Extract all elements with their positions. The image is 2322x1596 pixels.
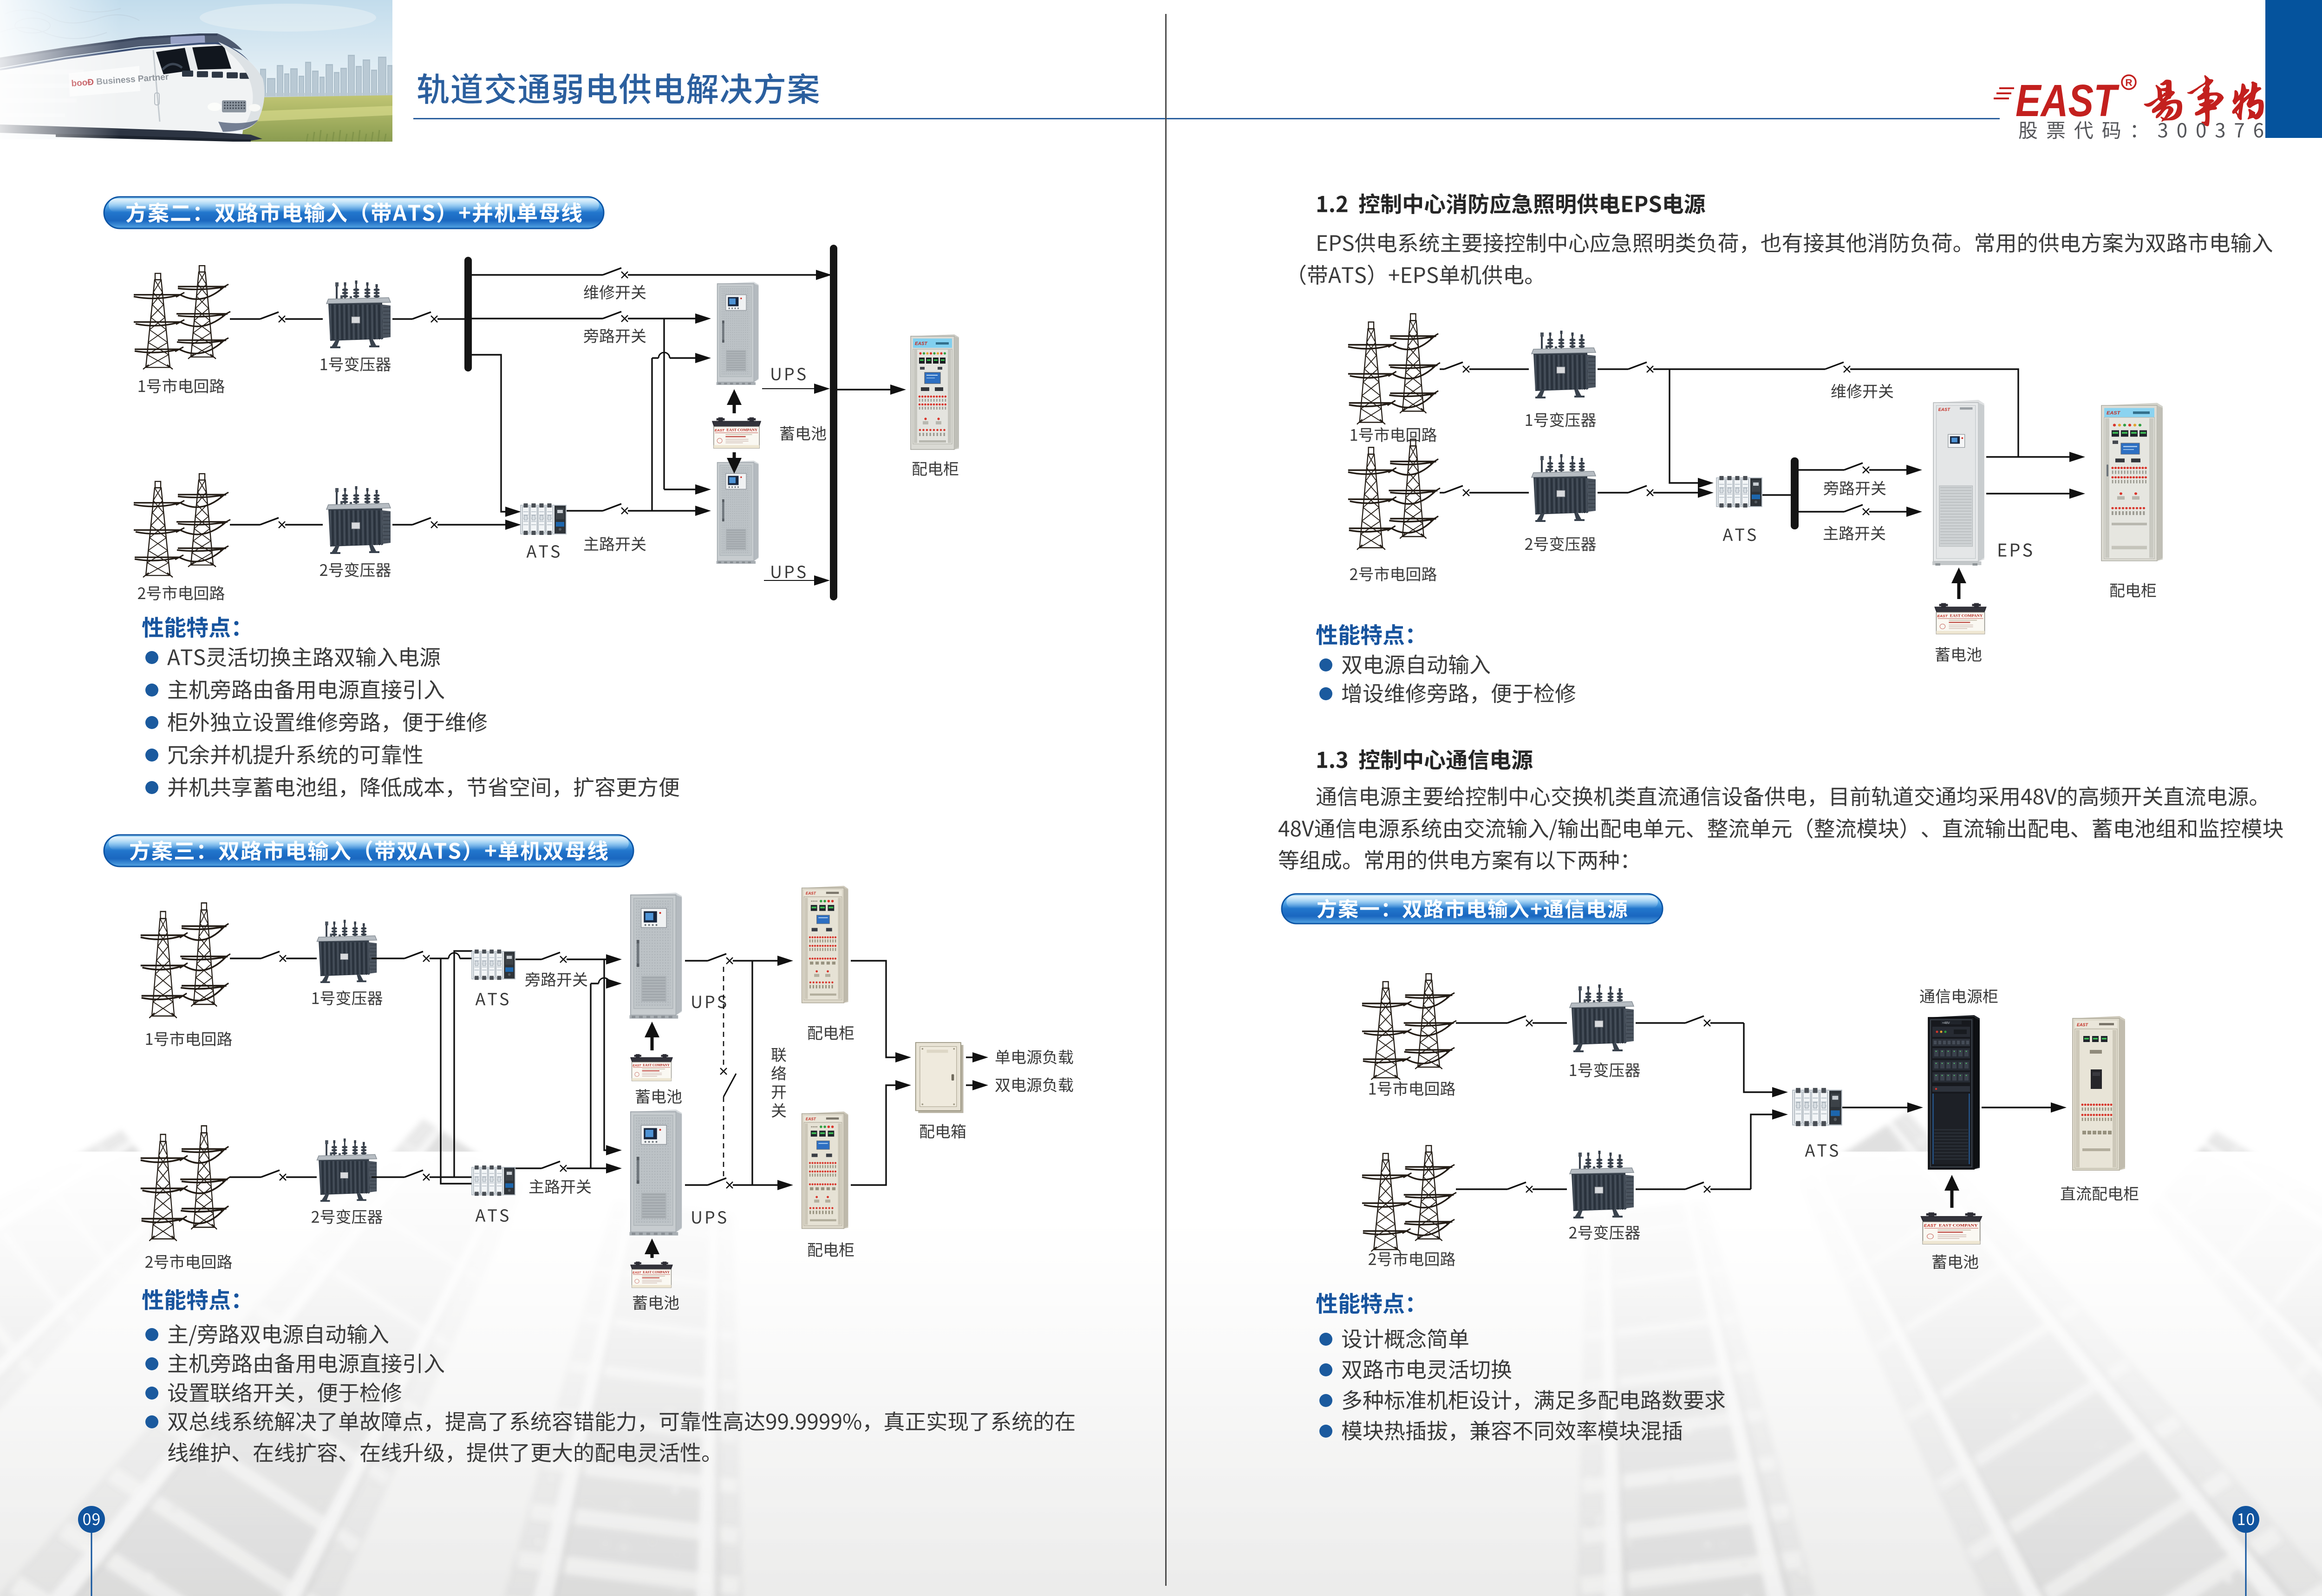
svg-text:R: R bbox=[2125, 78, 2132, 88]
svg-text:EAST: EAST bbox=[2015, 75, 2120, 126]
